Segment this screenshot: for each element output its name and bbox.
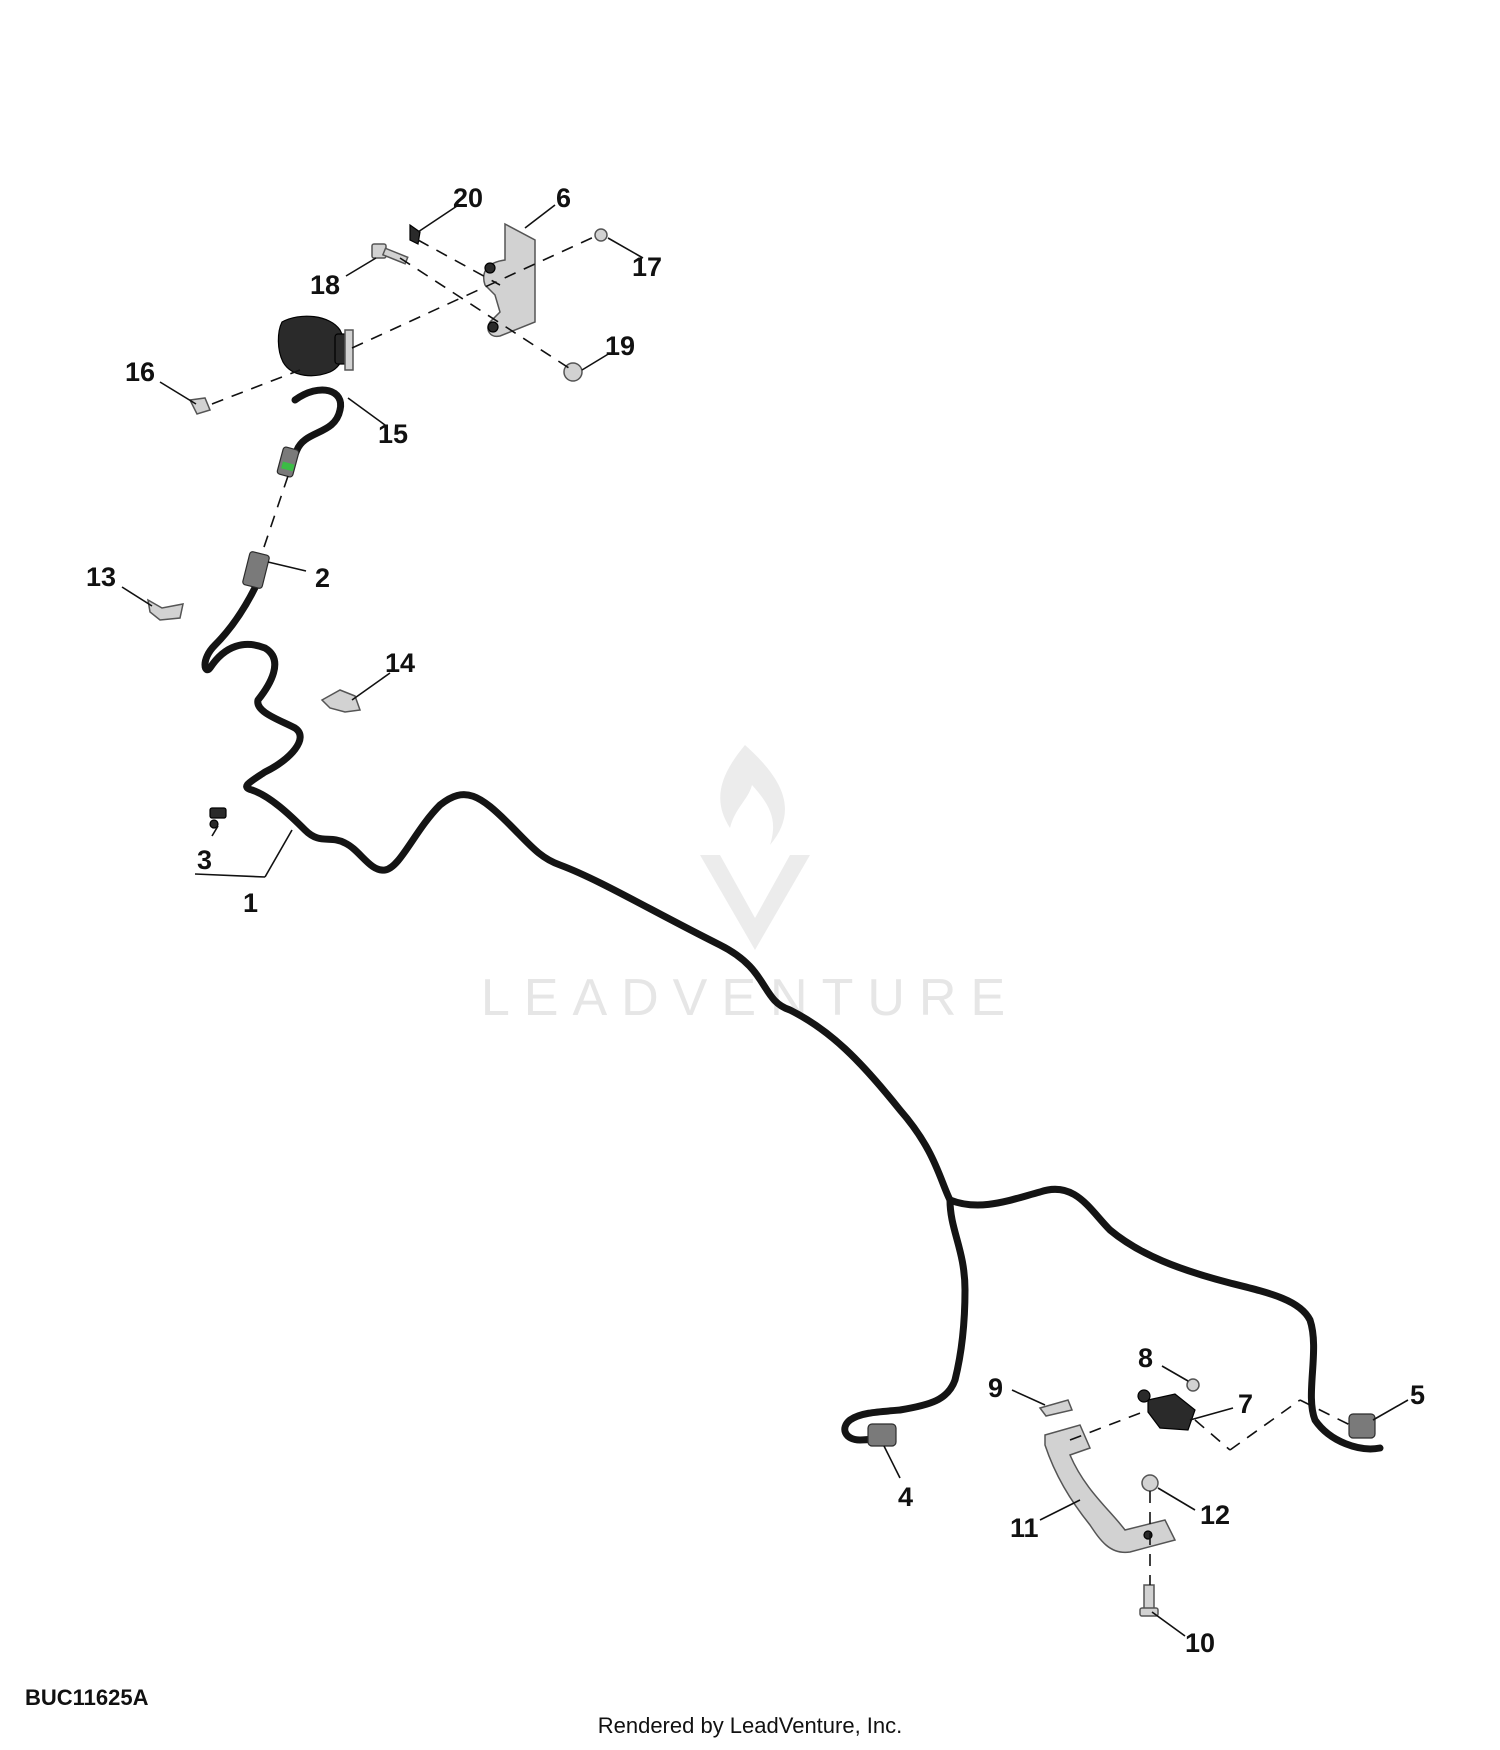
watermark: LEADVENTURE [481,745,1019,1027]
connector-part-15 [276,446,300,478]
switch-part-7 [1137,1389,1196,1431]
clip-part-20 [409,223,421,245]
watermark-flame-icon [720,745,785,845]
callout-11: 11 [1010,1513,1039,1543]
callout-8: 8 [1138,1343,1153,1373]
connector-part-5 [1348,1413,1376,1439]
callout-6: 6 [556,183,571,213]
watermark-v-icon [700,855,810,950]
nut-part-8 [1186,1378,1200,1392]
callout-19: 19 [605,331,635,361]
horn-part-15 [277,315,354,377]
callout-18: 18 [310,270,340,300]
bracket-hole-icon [487,321,499,333]
callout-4: 4 [898,1482,913,1512]
callout-13: 13 [86,562,116,592]
callout-5: 5 [1410,1380,1425,1410]
callouts: 20 6 17 18 19 16 15 2 13 14 3 1 4 9 8 7 … [86,183,1425,1658]
render-credit: Rendered by LeadVenture, Inc. [598,1713,903,1738]
screw-part-9 [1038,1399,1074,1417]
callout-16: 16 [125,357,155,387]
callout-7: 7 [1238,1389,1253,1419]
connector-part-2 [242,551,270,589]
callout-17: 17 [632,252,662,282]
callout-2: 2 [315,563,330,593]
callout-9: 9 [988,1373,1003,1403]
bolt-part-10 [1139,1584,1159,1617]
leader-lines [121,204,1409,1637]
screw-part-16 [188,397,212,415]
connector-part-4 [867,1423,897,1447]
bracket-part-6 [483,222,536,338]
callout-15: 15 [378,419,408,449]
nut-part-17 [594,228,608,242]
callout-14: 14 [385,648,415,678]
callout-20: 20 [453,183,483,213]
callout-3: 3 [197,845,212,875]
assembly-lines [211,235,1351,1585]
callout-1: 1 [243,888,258,918]
clip-part-3 [209,807,227,829]
wire-harness [201,386,1384,1453]
bracket-hole-icon [484,262,496,274]
clamp-part-13 [147,598,184,621]
watermark-text: LEADVENTURE [481,969,1019,1027]
bracket-part-11 [1044,1424,1177,1554]
callout-12: 12 [1200,1500,1230,1530]
callout-10: 10 [1185,1628,1215,1658]
bolt-part-18 [371,243,409,265]
parts [147,222,1376,1617]
diagram-code: BUC11625A [25,1685,149,1710]
bracket-hole-icon [1143,1530,1153,1540]
nut-part-12 [1141,1474,1159,1492]
clamp-part-14 [320,689,362,713]
